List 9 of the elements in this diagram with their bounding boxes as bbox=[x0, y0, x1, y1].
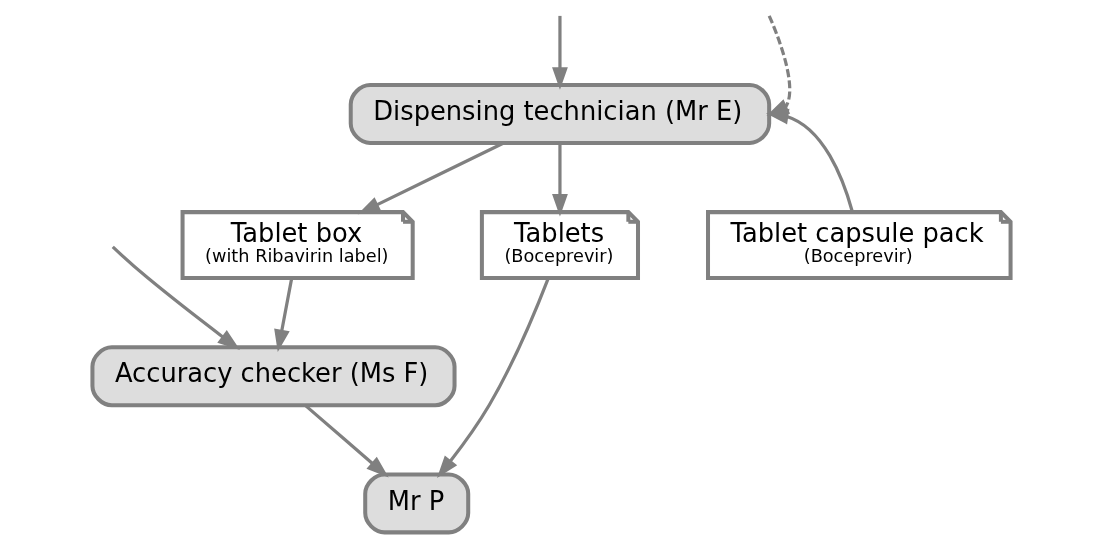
node-box: Accuracy checker (Ms F) bbox=[90, 345, 457, 408]
arrow bbox=[552, 15, 568, 90]
arrow bbox=[274, 278, 294, 353]
node-box: Mr P bbox=[363, 472, 471, 535]
node-box: Dispensing technician (Mr E) bbox=[348, 82, 772, 145]
arrow bbox=[111, 245, 241, 350]
arrow bbox=[436, 277, 550, 479]
arrow bbox=[304, 404, 389, 478]
arrow bbox=[552, 143, 568, 217]
